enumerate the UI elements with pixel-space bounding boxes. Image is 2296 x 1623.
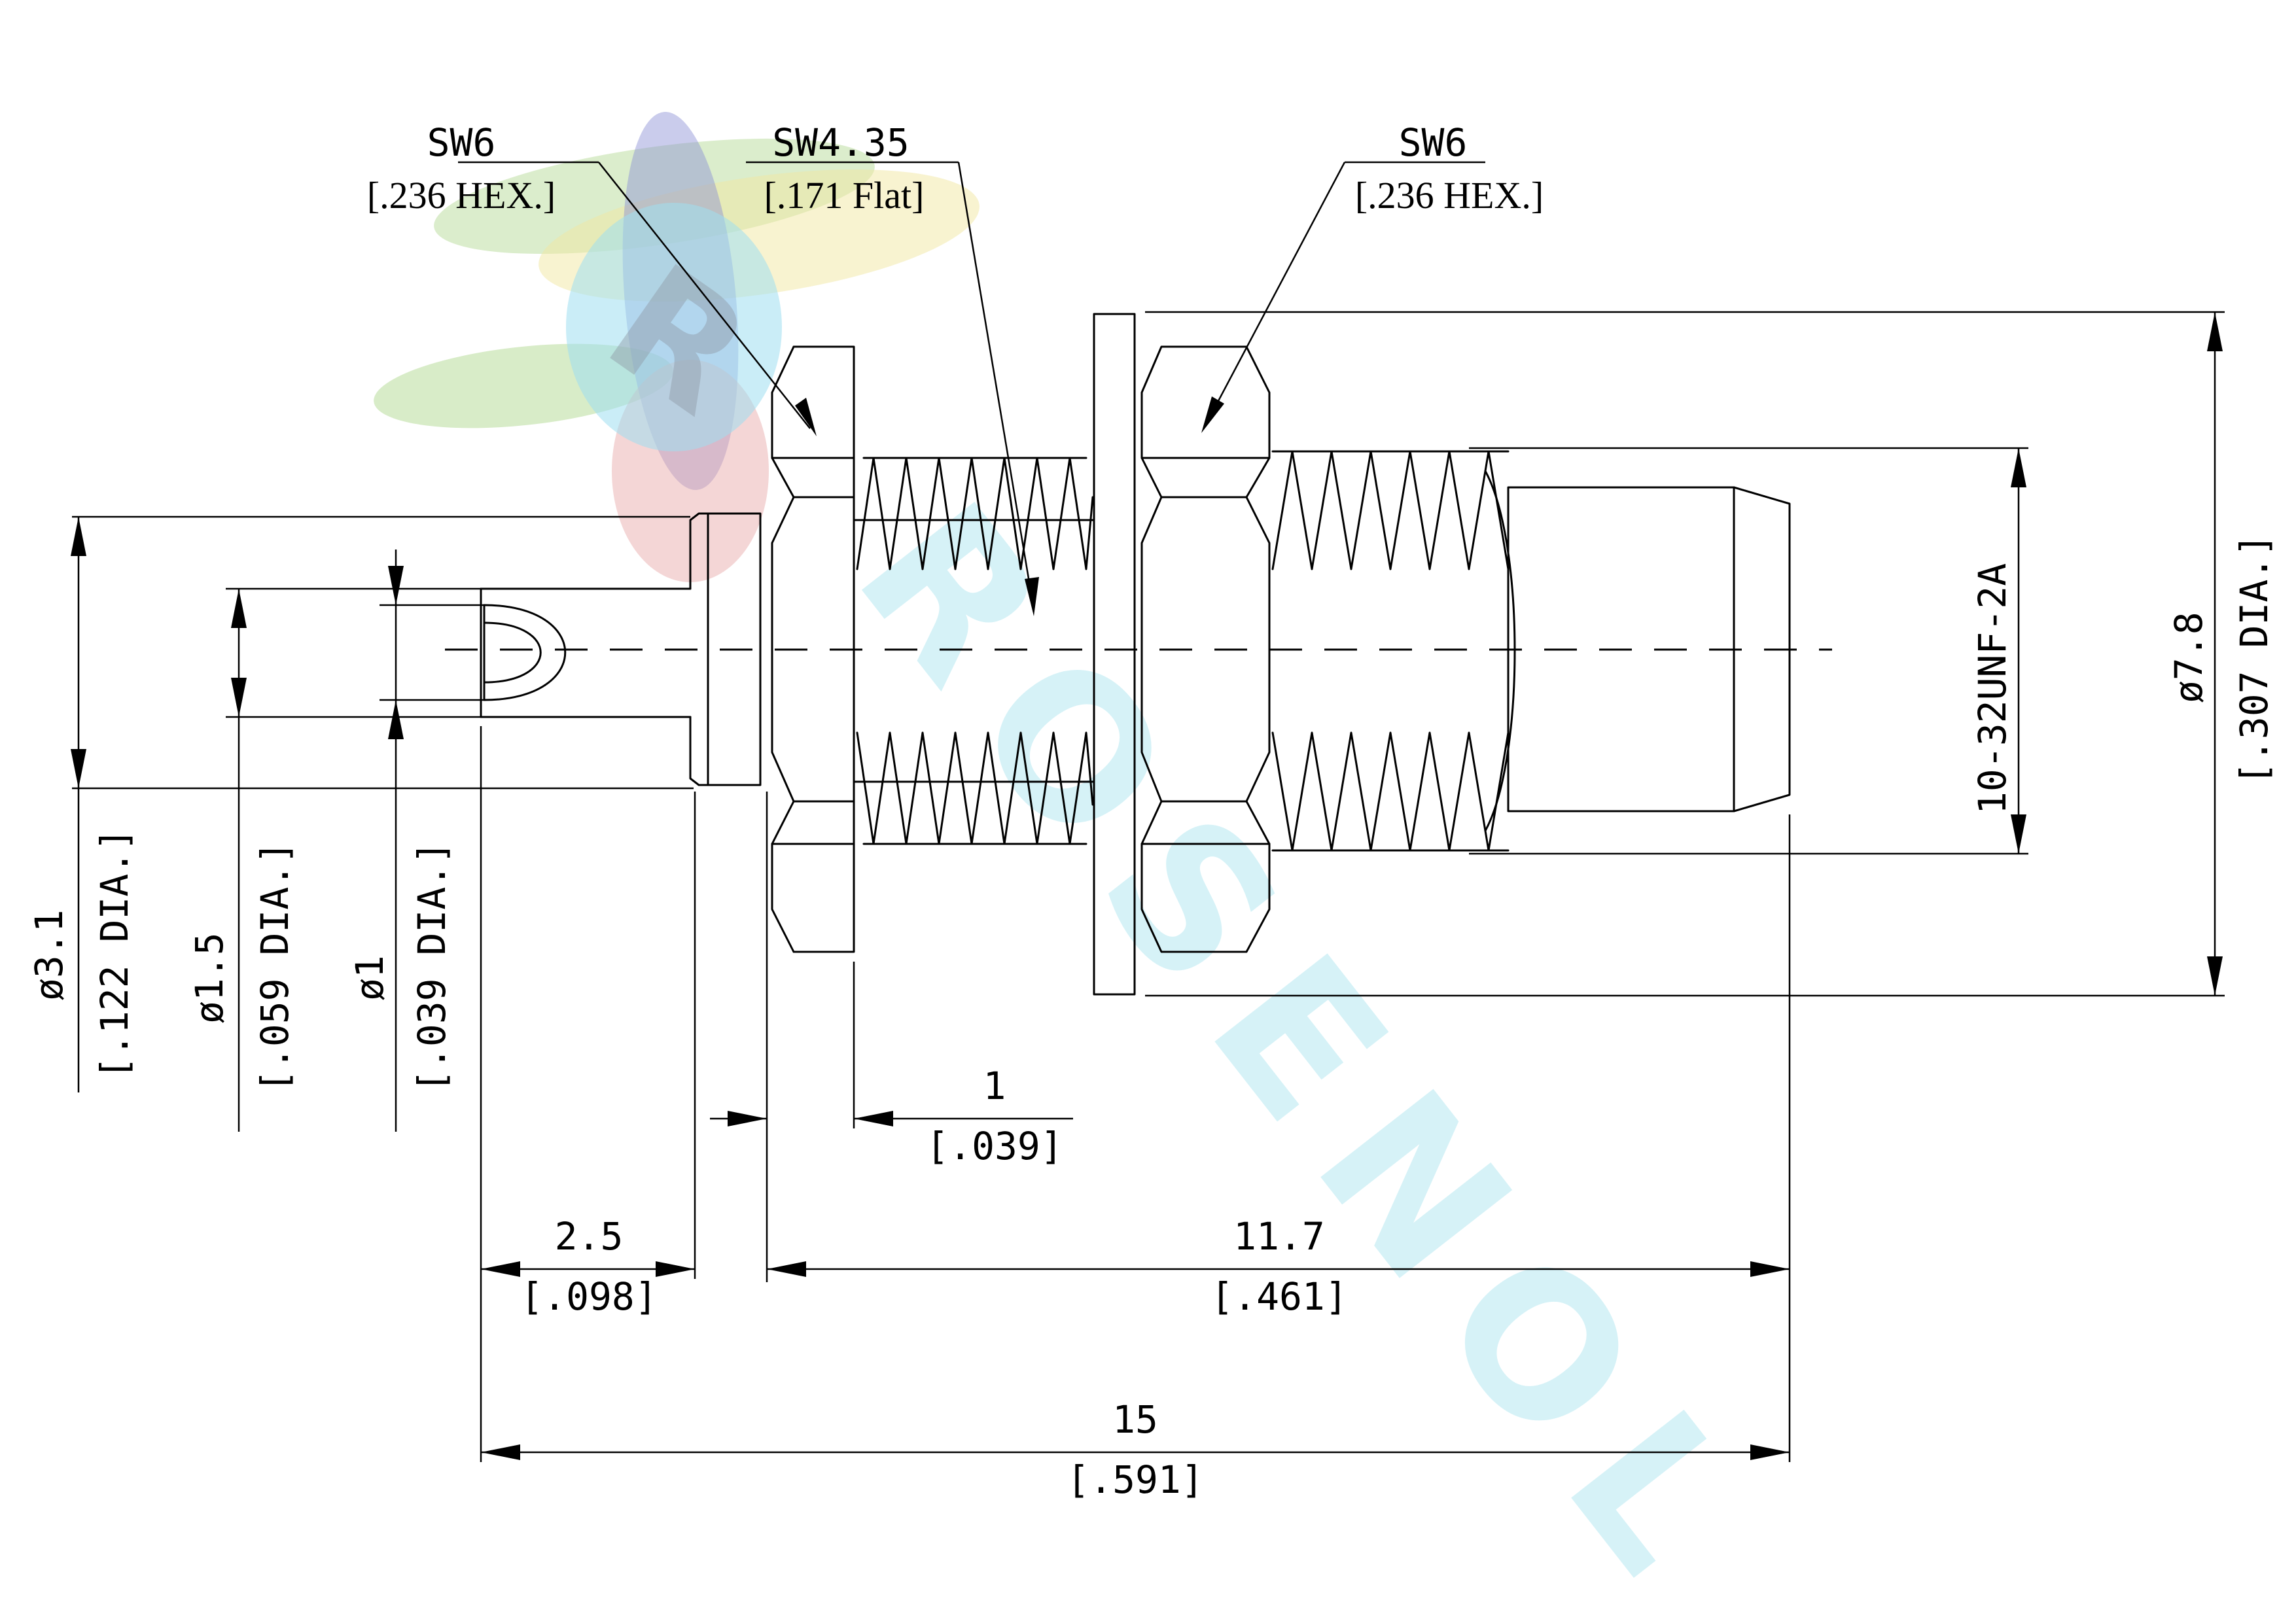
dim-thread: 10-32UNF-2A bbox=[1970, 448, 2026, 854]
dim-d1: ø1 [.039 DIA.] bbox=[347, 550, 454, 1132]
dim-d1-mm: ø1 bbox=[347, 955, 392, 1001]
right-thread-lower bbox=[1271, 731, 1510, 852]
dim-d15-mm: ø1.5 bbox=[187, 932, 232, 1024]
dim-d31-mm: ø3.1 bbox=[27, 909, 71, 1001]
dim-thread-label: 10-32UNF-2A bbox=[1970, 563, 2015, 814]
dim-len15-inch: [.591] bbox=[1067, 1457, 1204, 1502]
dim-d31-inch: [.122 DIA.] bbox=[92, 828, 137, 1079]
extension-lines bbox=[72, 311, 2225, 1462]
dim-len117: 11.7 [.461] bbox=[767, 1214, 1790, 1319]
callout-flat-size: SW4.35 bbox=[772, 120, 910, 165]
callout-right-hex: SW6 [.236 HEX.] bbox=[1201, 120, 1544, 433]
dim-len117-inch: [.461] bbox=[1210, 1274, 1348, 1319]
dim-len15: 15 [.591] bbox=[481, 1397, 1790, 1502]
callout-right-hex-size: SW6 bbox=[1399, 120, 1468, 165]
callout-right-hex-inch: [.236 HEX.] bbox=[1355, 174, 1544, 217]
left-thread-upper bbox=[856, 457, 1094, 570]
callout-left-hex: SW6 [.236 HEX.] bbox=[367, 120, 817, 436]
insulator-shoulder bbox=[689, 512, 762, 786]
watermark: R ROSENOL bbox=[374, 112, 1804, 1623]
dim-len117-mm: 11.7 bbox=[1233, 1214, 1325, 1259]
left-thread-lower bbox=[856, 731, 1094, 845]
callout-flat: SW4.35 [.171 Flat] bbox=[746, 120, 1039, 616]
dim-len25-mm: 2.5 bbox=[555, 1214, 624, 1259]
dim-len25: 2.5 [.098] bbox=[481, 1214, 695, 1319]
left-hex-nut bbox=[771, 345, 855, 953]
dim-len25-inch: [.098] bbox=[520, 1274, 658, 1319]
dim-d78: ø7.8 [.307 DIA.] bbox=[2166, 312, 2276, 996]
right-thread-upper bbox=[1271, 450, 1510, 570]
right-hex-nut bbox=[1140, 345, 1271, 953]
dim-len1-inch: [.039] bbox=[926, 1124, 1063, 1168]
dim-len1: 1 [.039] bbox=[710, 1064, 1073, 1168]
connector-body bbox=[480, 313, 1791, 996]
dim-d15: ø1.5 [.059 DIA.] bbox=[187, 589, 297, 1132]
watermark-logo: R bbox=[374, 112, 980, 582]
dim-len15-mm: 15 bbox=[1112, 1397, 1158, 1442]
dim-len1-mm: 1 bbox=[983, 1064, 1006, 1108]
dim-d1-inch: [.039 DIA.] bbox=[410, 841, 454, 1092]
watermark-text: ROSENOL bbox=[814, 464, 1804, 1623]
callout-left-hex-size: SW6 bbox=[427, 120, 496, 165]
lock-washer bbox=[1093, 313, 1136, 996]
center-pin bbox=[480, 587, 692, 718]
dim-d78-mm: ø7.8 bbox=[2166, 612, 2211, 703]
dim-d78-inch: [.307 DIA.] bbox=[2232, 534, 2276, 785]
callout-left-hex-inch: [.236 HEX.] bbox=[367, 174, 556, 217]
dim-d15-inch: [.059 DIA.] bbox=[253, 841, 297, 1092]
callout-flat-inch: [.171 Flat] bbox=[764, 174, 925, 217]
dim-d31: ø3.1 [.122 DIA.] bbox=[27, 517, 137, 1092]
